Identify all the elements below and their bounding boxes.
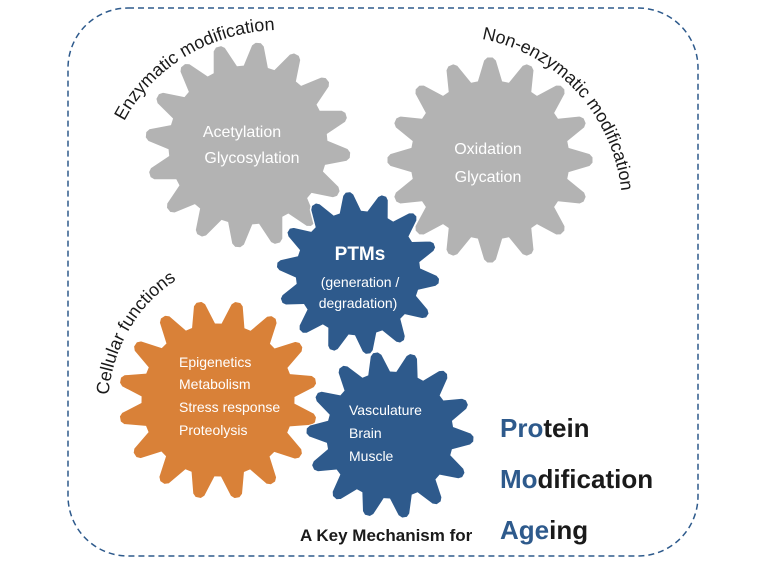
cellular-gear-line-4: Proteolysis [179,422,247,438]
ptms-gear-line-2: degradation) [319,295,398,311]
title-key-mechanism: A Key Mechanism for [300,526,473,545]
title-protein-accent: Pro [500,413,543,443]
title-ageing-rest: ing [549,515,588,545]
title-modification: Modification [500,464,653,494]
title-modification-accent: Mo [500,464,538,494]
non-enzymatic-gear [386,56,594,264]
enzymatic-gear [144,41,352,249]
cellular-functions-gear [118,300,318,500]
title-modification-rest: dification [538,464,654,494]
title-protein: Protein [500,413,590,443]
organs-gear [305,351,475,519]
ptms-gear-line-1: (generation / [321,274,400,290]
title-ageing: Ageing [500,515,588,545]
enzymatic-gear-line-2: Glycosylation [204,150,299,167]
cellular-gear-line-3: Stress response [179,399,280,415]
cellular-gear-line-2: Metabolism [179,376,251,392]
ptms-gear [275,190,441,356]
organs-gear-line-2: Brain [349,425,382,441]
title-protein-rest: tein [543,413,589,443]
dashed-frame [67,7,699,557]
organs-gear-line-3: Muscle [349,448,394,464]
enzymatic-gear-line-1: Acetylation [203,124,281,141]
cellular-gear-line-1: Epigenetics [179,354,251,370]
non-enzymatic-gear-line-1: Oxidation [454,141,522,158]
organs-gear-line-1: Vasculature [349,402,422,418]
non-enzymatic-gear-line-2: Glycation [455,169,522,186]
ptms-gear-title: PTMs [335,244,386,265]
title-ageing-accent: Age [500,515,549,545]
